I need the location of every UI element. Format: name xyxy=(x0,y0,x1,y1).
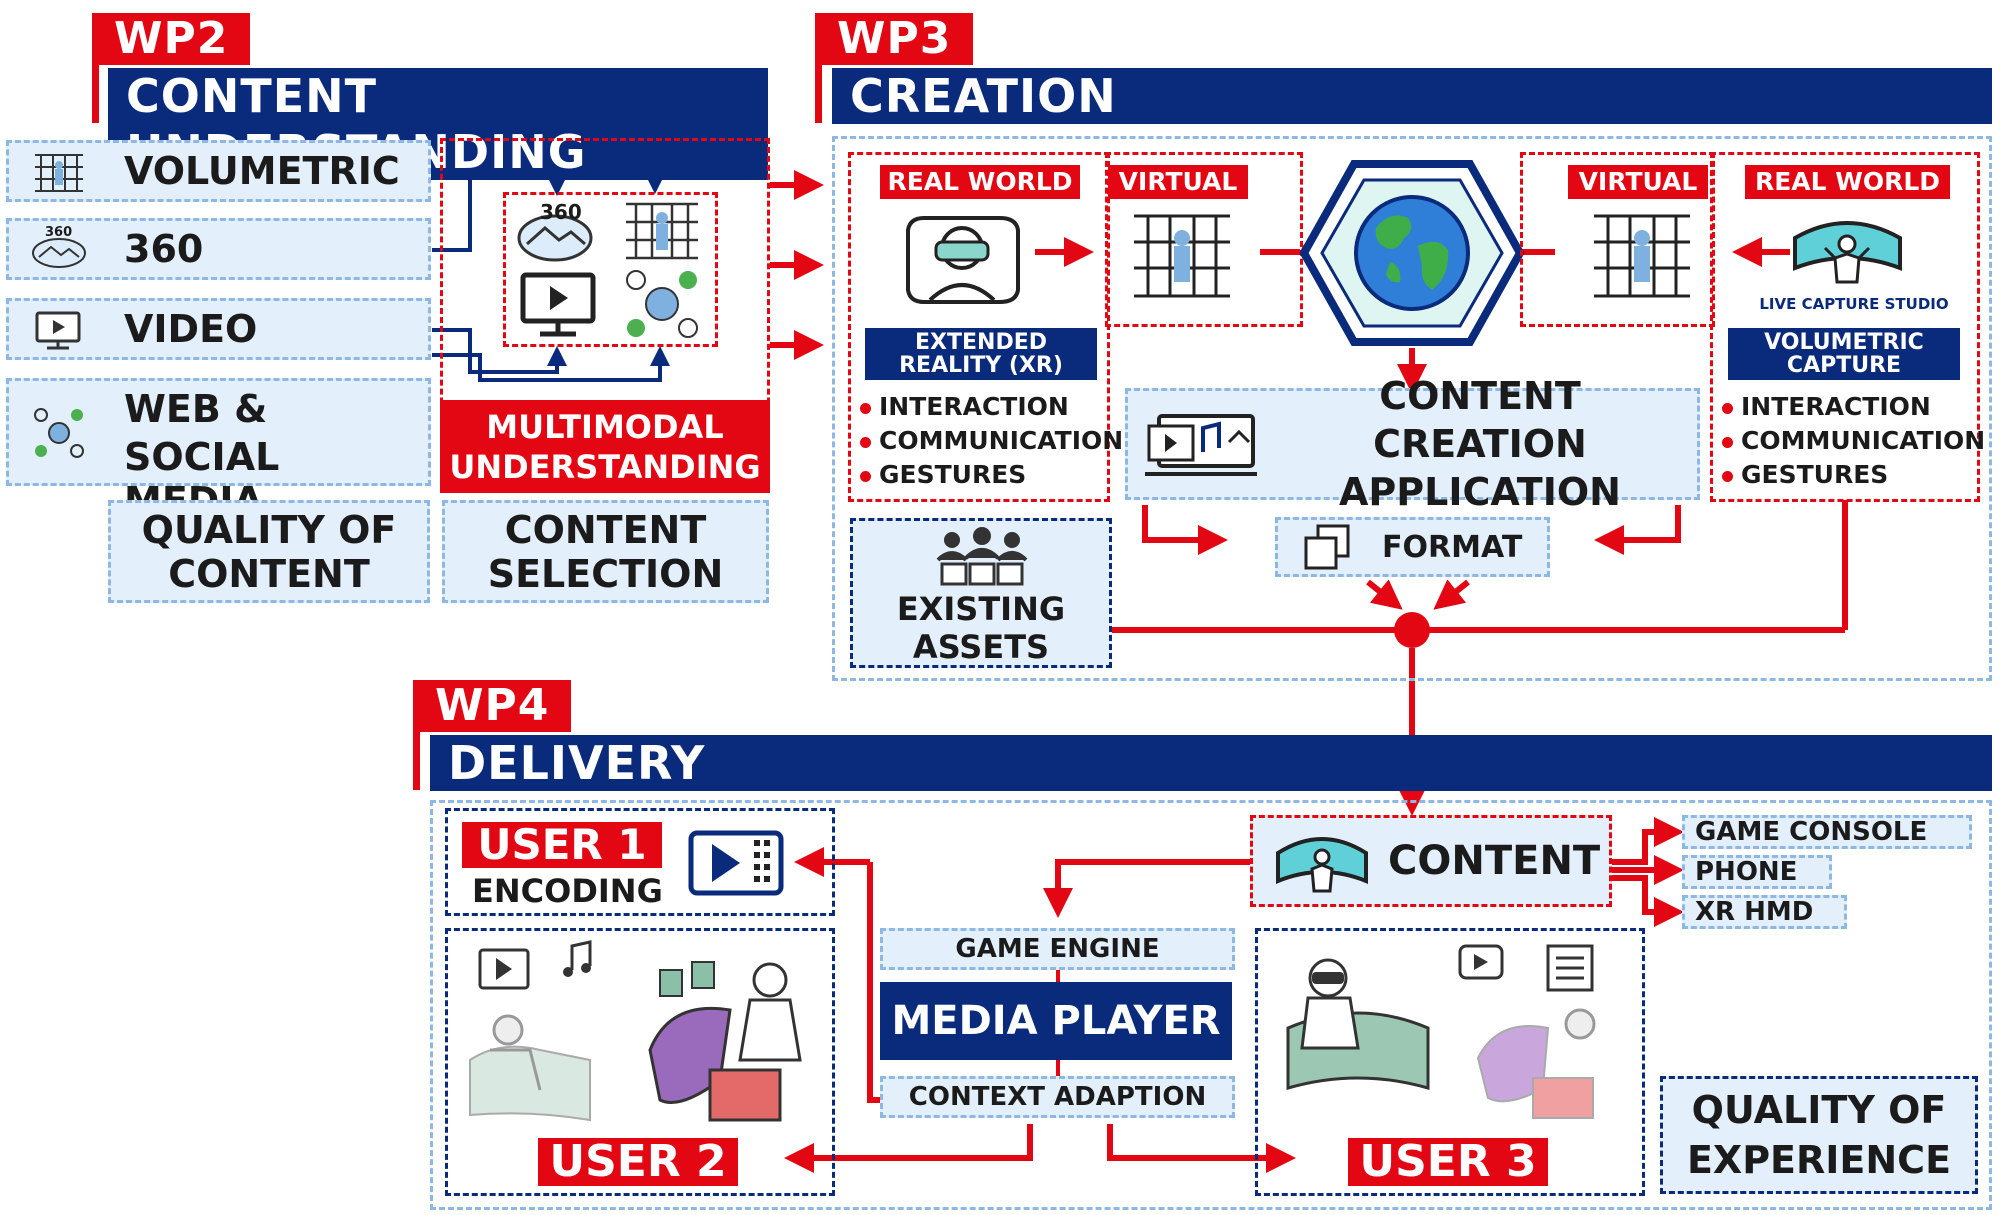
device-phone: PHONE xyxy=(1682,855,1832,889)
quality-of-content-line1: QUALITY OF xyxy=(141,507,397,552)
xr-label-line2: REALITY (XR) xyxy=(899,353,1063,378)
live-capture-studio-icon xyxy=(1793,221,1902,284)
wp3-tag: WP3 xyxy=(815,13,974,65)
wp2-tag: WP2 xyxy=(92,13,251,65)
user1-label: USER 1 xyxy=(462,822,662,868)
left-real-world-label: REAL WORLD xyxy=(880,165,1080,199)
live-capture-studio-label: LIVE CAPTURE STUDIO xyxy=(1759,295,1949,313)
xr-bullet-item: INTERACTION xyxy=(860,390,1123,424)
wp3-accent-line xyxy=(815,13,822,123)
volumetric-capture-line2: CAPTURE xyxy=(1786,353,1902,378)
cca-line1: CONTENT CREATION xyxy=(1373,374,1587,466)
cca-line2: APPLICATION xyxy=(1339,470,1621,514)
360-view-icon-label: 360 xyxy=(540,200,582,224)
360-icon-label: 360 xyxy=(45,225,73,240)
device-game-console: GAME CONSOLE xyxy=(1682,815,1972,849)
web-social-icon xyxy=(626,270,698,338)
capture-studio-content-icon xyxy=(1276,837,1368,893)
xr-bullet-list: INTERACTION COMMUNICATION GESTURES xyxy=(860,390,1123,492)
source-label-web: WEB & xyxy=(124,387,268,431)
left-virtual-label: VIRTUAL xyxy=(1108,165,1248,199)
user3-box xyxy=(1255,928,1645,1196)
right-real-world-label: REAL WORLD xyxy=(1745,165,1950,199)
device-xr-hmd: XR HMD xyxy=(1682,895,1847,929)
vr-headset-user-icon xyxy=(906,216,1020,304)
source-label-volumetric: VOLUMETRIC xyxy=(124,149,400,193)
xr-label-line1: EXTENDED xyxy=(915,330,1047,355)
360-view-icon xyxy=(517,214,593,262)
user1-encoding-box xyxy=(445,808,835,916)
source-label-video: VIDEO xyxy=(124,307,258,351)
source-row-360: 360 360 xyxy=(6,218,431,280)
media-editing-icon xyxy=(1145,414,1257,476)
qoe-line1: QUALITY OF xyxy=(1691,1088,1947,1132)
media-player-label: MEDIA PLAYER xyxy=(880,982,1232,1060)
volumetric-icon xyxy=(35,154,83,192)
right-virtual-label: VIRTUAL xyxy=(1568,165,1708,199)
existing-assets-line1: EXISTING xyxy=(896,590,1066,628)
existing-assets-line2: ASSETS xyxy=(912,628,1050,666)
wp2-accent-line xyxy=(92,13,99,123)
user2-scene-icon xyxy=(469,940,802,1122)
multimodal-line1: MULTIMODAL xyxy=(486,407,724,446)
user2-box xyxy=(445,928,835,1196)
globe-hub-icon xyxy=(1299,160,1525,346)
volumetric-bullet-item: INTERACTION xyxy=(1722,390,1985,424)
encoding-label: ENCODING xyxy=(472,872,663,910)
content-label: CONTENT xyxy=(1388,838,1601,884)
volumetric-capture-line1: VOLUMETRIC xyxy=(1764,330,1924,355)
wp4-tag: WP4 xyxy=(413,680,572,732)
360-icon xyxy=(32,238,86,268)
video-player-icon xyxy=(520,272,596,337)
volumetric-bullet-item: COMMUNICATION xyxy=(1722,424,1985,458)
multimodal-understanding-label: MULTIMODAL UNDERSTANDING xyxy=(440,400,770,493)
social-network-icon xyxy=(34,408,84,458)
right-virtual-box xyxy=(1520,152,1715,327)
volumetric-bullet-list: INTERACTION COMMUNICATION GESTURES xyxy=(1722,390,1985,492)
wp4-title: DELIVERY xyxy=(430,735,1992,791)
existing-assets-label: EXISTING ASSETS xyxy=(850,588,1112,668)
wp3-creation-area xyxy=(832,136,1992,681)
source-row-video: VIDEO xyxy=(6,298,431,360)
right-virtual-volumetric-icon xyxy=(1594,214,1690,298)
left-virtual-volumetric-icon xyxy=(1134,214,1230,298)
wp3-title: CREATION xyxy=(832,68,1992,124)
xr-bullet-item: COMMUNICATION xyxy=(860,424,1123,458)
multimodal-line2: UNDERSTANDING xyxy=(449,447,761,486)
format-label: FORMAT xyxy=(1382,529,1523,565)
source-label-360: 360 xyxy=(124,227,204,271)
video-encoding-icon xyxy=(688,830,784,896)
context-adaption-box: CONTEXT ADAPTION xyxy=(880,1076,1235,1118)
user3-label: USER 3 xyxy=(1348,1138,1548,1186)
volumetric-capture-group-box xyxy=(1710,152,1980,502)
left-virtual-box xyxy=(1105,152,1303,327)
quality-of-content-box: QUALITY OF CONTENT xyxy=(108,500,430,603)
people-assets-icon xyxy=(936,527,1028,586)
quality-of-content-line2: CONTENT xyxy=(168,551,370,596)
wp4-delivery-area xyxy=(430,800,1992,1210)
xr-bullet-item: GESTURES xyxy=(860,458,1123,492)
content-selection-box: CONTENT SELECTION xyxy=(442,500,769,603)
game-engine-box: GAME ENGINE xyxy=(880,928,1235,970)
user3-scene-icon xyxy=(1286,944,1596,1119)
format-files-icon xyxy=(1304,524,1350,570)
volumetric-grid-icon xyxy=(626,202,698,260)
volumetric-bullet-item: GESTURES xyxy=(1722,458,1985,492)
content-selection-line1: CONTENT xyxy=(504,507,707,552)
content-selection-line2: SELECTION xyxy=(487,551,724,596)
xr-group-box xyxy=(848,152,1110,502)
user2-label: USER 2 xyxy=(538,1138,738,1186)
source-row-volumetric: VOLUMETRIC xyxy=(6,140,431,202)
wp4-accent-line xyxy=(413,680,420,790)
multimodal-icons-frame xyxy=(503,192,718,347)
source-row-web-social: WEB & SOCIAL MEDIA xyxy=(6,378,431,523)
volumetric-capture-label: VOLUMETRIC CAPTURE xyxy=(1728,328,1960,380)
qoe-line2: EXPERIENCE xyxy=(1686,1138,1952,1182)
video-monitor-icon xyxy=(35,311,81,350)
quality-of-experience-box: QUALITY OF EXPERIENCE xyxy=(1660,1076,1978,1194)
content-creation-application-label: CONTENT CREATION APPLICATION xyxy=(1270,374,1690,514)
xr-label: EXTENDED REALITY (XR) xyxy=(865,328,1097,380)
